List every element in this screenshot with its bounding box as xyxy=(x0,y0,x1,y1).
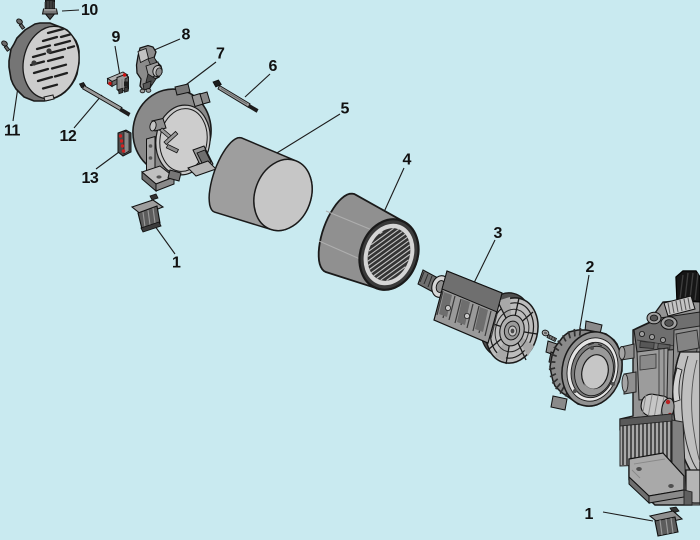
svg-text:9: 9 xyxy=(112,29,121,46)
svg-text:6: 6 xyxy=(269,58,278,75)
svg-text:2: 2 xyxy=(586,259,595,276)
svg-text:8: 8 xyxy=(182,27,191,44)
svg-text:10: 10 xyxy=(81,2,98,19)
svg-text:3: 3 xyxy=(494,225,503,242)
svg-text:7: 7 xyxy=(216,46,225,63)
svg-text:13: 13 xyxy=(82,170,99,187)
svg-text:11: 11 xyxy=(4,123,21,140)
svg-text:5: 5 xyxy=(341,101,350,118)
svg-text:4: 4 xyxy=(403,152,412,169)
svg-text:1: 1 xyxy=(585,506,594,523)
svg-text:12: 12 xyxy=(60,128,77,145)
svg-text:1: 1 xyxy=(172,255,181,272)
